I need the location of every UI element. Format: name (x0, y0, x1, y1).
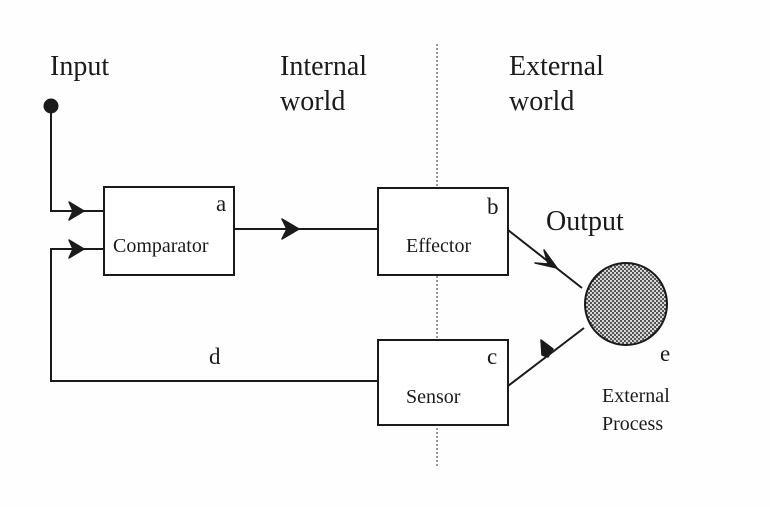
comparator-letter: a (216, 191, 226, 216)
comparator-name: Comparator (113, 235, 209, 257)
external-world-label-line1: External (509, 51, 604, 82)
comparator-block (103, 186, 235, 276)
internal-world-label-line2: world (280, 86, 345, 117)
feedback-letter: d (209, 344, 221, 369)
process-to-sensor-arrowhead (540, 339, 554, 358)
external-world-label-line2: world (509, 86, 574, 117)
effector-block (377, 187, 509, 276)
effector-to-process-arrowhead (534, 249, 558, 269)
effector-name: Effector (406, 235, 471, 257)
input-line (50, 106, 104, 212)
internal-world-label-line1: Internal (280, 51, 367, 82)
sensor-name: Sensor (406, 386, 461, 408)
effector-to-process-line (507, 229, 583, 289)
input-arrowhead (68, 201, 85, 221)
effector-letter: b (487, 194, 499, 219)
external-process-label-line1: External (602, 385, 670, 407)
comparator-to-effector-arrowhead (281, 218, 300, 240)
sensor-block (377, 339, 509, 426)
process-letter: e (660, 341, 670, 366)
external-process-label-line2: Process (602, 413, 663, 435)
feedback-arrowhead (68, 239, 85, 259)
input-label: Input (50, 51, 109, 82)
sensor-letter: c (487, 344, 497, 369)
output-label: Output (546, 206, 624, 237)
external-process-circle (584, 262, 668, 346)
